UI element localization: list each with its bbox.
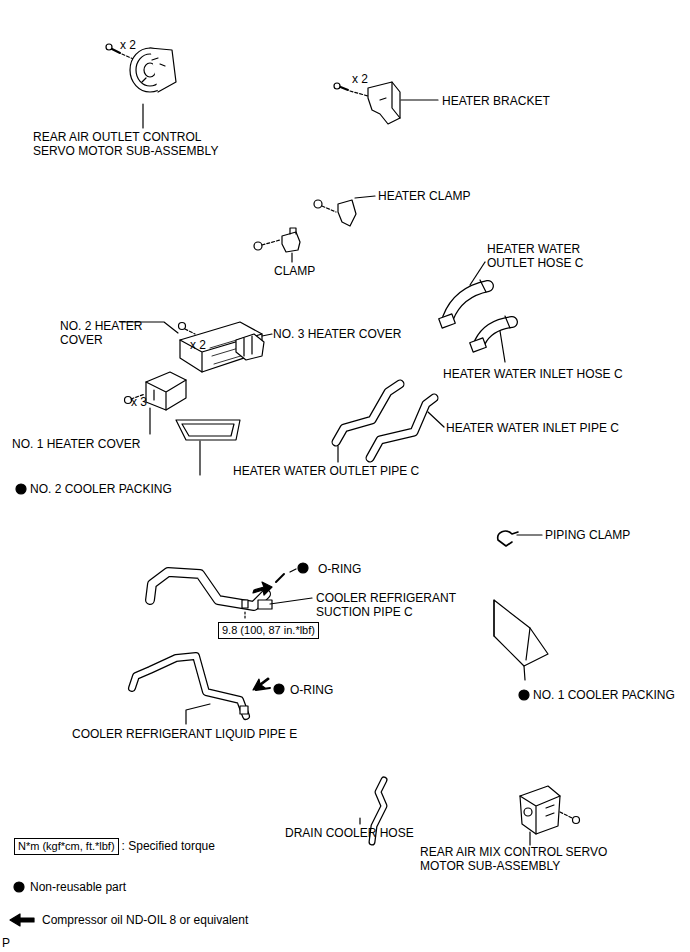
heater-covers bbox=[120, 322, 272, 434]
part-name: HEATER WATER INLET PIPE C bbox=[446, 421, 619, 435]
torque-value: 9.8 (100, 87 in.*lbf) bbox=[222, 624, 315, 636]
heater-hoses bbox=[439, 262, 512, 362]
legend-text: Compressor oil ND-OIL 8 or equivalent bbox=[42, 913, 248, 927]
torque-legend-box: N*m (kgf*cm, ft.*lbf) bbox=[14, 838, 119, 855]
part-name: O-RING bbox=[318, 562, 361, 576]
part-name: HEATER WATER INLET HOSE C bbox=[443, 367, 623, 381]
heater-pipes bbox=[336, 384, 444, 462]
servo-motor bbox=[520, 786, 580, 845]
torque-box: 9.8 (100, 87 in.*lbf) bbox=[218, 622, 319, 639]
suction-pipe bbox=[150, 563, 312, 620]
part-name: CLAMP bbox=[274, 264, 315, 278]
legend-text: Non-reusable part bbox=[30, 880, 126, 894]
part-name: PIPING CLAMP bbox=[545, 528, 630, 542]
quantity-note: x 3 bbox=[131, 395, 147, 409]
cooler-packing-1 bbox=[494, 600, 548, 700]
clamp bbox=[254, 228, 300, 262]
part-name: COOLER REFRIGERANT LIQUID PIPE E bbox=[72, 727, 297, 741]
part-name: REAR AIR MIX CONTROL SERVO MOTOR SUB-ASS… bbox=[420, 845, 635, 874]
part-name: NO. 2 COOLER PACKING bbox=[30, 482, 172, 496]
part-name: NO. 2 HEATER COVER bbox=[60, 319, 152, 348]
part-name: HEATER CLAMP bbox=[378, 189, 470, 203]
part-name: COOLER REFRIGERANT SUCTION PIPE C bbox=[316, 591, 466, 620]
liquid-pipe bbox=[132, 656, 284, 724]
part-name: NO. 1 COOLER PACKING bbox=[533, 688, 675, 702]
page-code: P bbox=[2, 936, 10, 950]
part-name: HEATER WATER OUTLET PIPE C bbox=[233, 464, 419, 478]
heater-bracket bbox=[334, 82, 438, 124]
quantity-note: x 2 bbox=[120, 38, 136, 52]
torque-value: N*m (kgf*cm, ft.*lbf) bbox=[18, 840, 115, 852]
bullet-symbol bbox=[14, 882, 24, 892]
legend-text: : Specified torque bbox=[122, 839, 215, 853]
part-name: DRAIN COOLER HOSE bbox=[285, 826, 414, 840]
heater-clamp bbox=[314, 196, 375, 226]
piping-clamp bbox=[498, 531, 542, 546]
servo-motor bbox=[106, 44, 176, 128]
quantity-note: x 2 bbox=[352, 72, 368, 86]
part-name: O-RING bbox=[290, 683, 333, 697]
part-name: REAR AIR OUTLET CONTROL SERVO MOTOR SUB-… bbox=[33, 130, 238, 159]
part-name: NO. 1 HEATER COVER bbox=[12, 437, 140, 451]
oil-arrow-symbol bbox=[10, 914, 34, 926]
quantity-note: x 2 bbox=[190, 338, 206, 352]
part-name: HEATER WATER OUTLET HOSE C bbox=[487, 242, 599, 271]
part-name: HEATER BRACKET bbox=[442, 94, 550, 108]
part-name: NO. 3 HEATER COVER bbox=[273, 327, 401, 341]
